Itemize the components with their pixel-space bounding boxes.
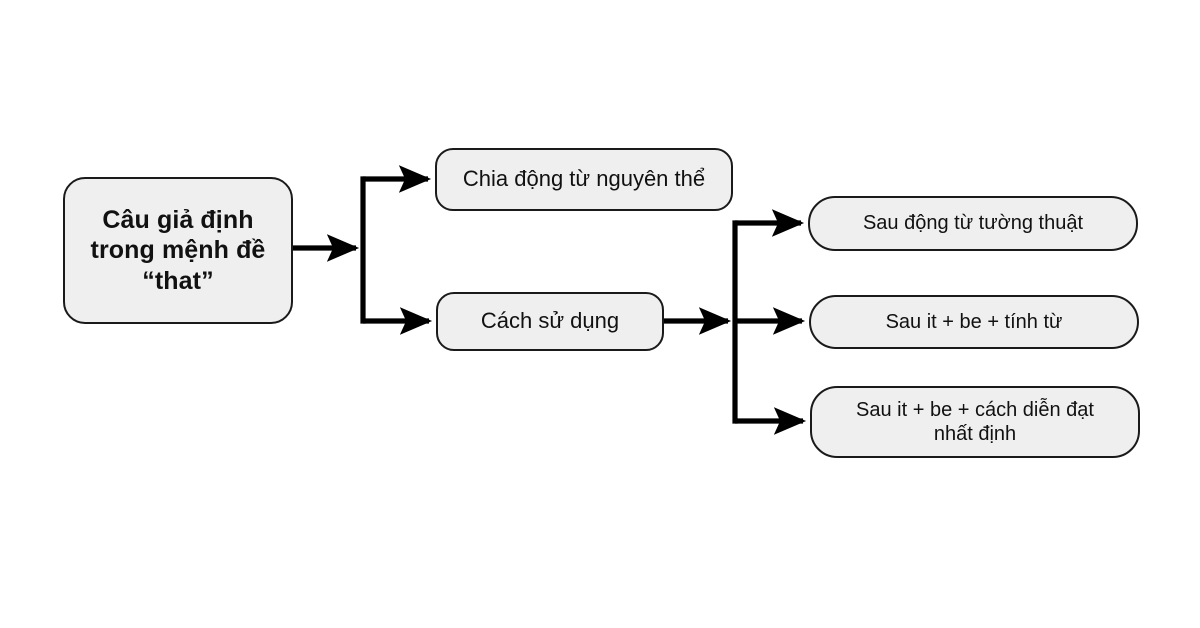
node-leaf-sau-dong-tu-tuong-thuat[interactable]: Sau động từ tường thuật bbox=[808, 196, 1138, 251]
node-leaf-sau-it-be-tinh-tu[interactable]: Sau it + be + tính từ bbox=[809, 295, 1139, 349]
node-leaf-sau-it-be-cach-dien-dat[interactable]: Sau it + be + cách diễn đạt nhất định bbox=[810, 386, 1140, 458]
node-root[interactable]: Câu giả định trong mệnh đề “that” bbox=[63, 177, 293, 324]
node-branch-chia-dong-tu-nguyen-the[interactable]: Chia động từ nguyên thể bbox=[435, 148, 733, 211]
node-branch-cach-su-dung[interactable]: Cách sử dụng bbox=[436, 292, 664, 351]
